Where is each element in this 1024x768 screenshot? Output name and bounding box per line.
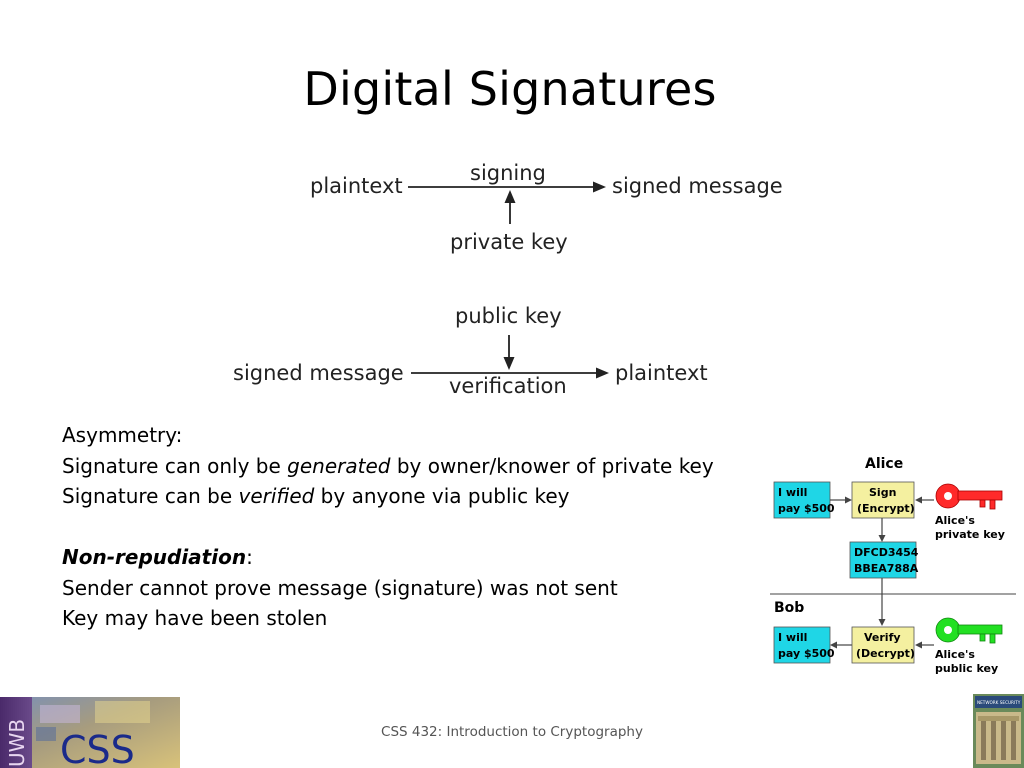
line2-suffix: by anyone via public key xyxy=(314,484,570,508)
signature-line2: BBEA788A xyxy=(854,562,919,575)
public-key-arrow-head xyxy=(503,357,515,370)
signing-input-label: plaintext xyxy=(310,174,403,198)
css-logo-text: CSS xyxy=(60,728,135,768)
body-line-verified: Signature can be verified by anyone via … xyxy=(62,481,762,512)
line2-prefix: Signature can be xyxy=(62,484,239,508)
verification-diagram: public key signed message verification p… xyxy=(233,304,708,398)
public-key-icon xyxy=(935,617,1003,644)
body-line-sender: Sender cannot prove message (signature) … xyxy=(62,575,618,600)
signing-output-label: signed message xyxy=(612,174,783,198)
public-key-to-verify-arrowhead xyxy=(915,641,922,649)
private-key-to-sign-arrowhead xyxy=(915,496,922,504)
signing-diagram: plaintext signing private key signed mes… xyxy=(310,161,783,254)
verify-box xyxy=(851,626,915,664)
body-gap xyxy=(62,512,762,543)
uwb-side-text: UWB xyxy=(5,719,29,767)
private-key-caption-line2: private key xyxy=(935,528,1005,541)
sign-to-signature-arrowhead xyxy=(878,535,886,542)
verification-input-label: signed message xyxy=(233,361,404,385)
verify-line2: (Decrypt) xyxy=(856,647,915,660)
sign-line2: (Encrypt) xyxy=(857,502,915,515)
verification-key-label: public key xyxy=(455,304,562,328)
bob-message-box xyxy=(773,626,831,664)
alice-label: Alice xyxy=(865,456,903,472)
book-cover-graphic: NETWORK SECURITY xyxy=(973,694,1024,768)
slide-footer: CSS 432: Introduction to Cryptography xyxy=(381,724,643,740)
book-cover-title: NETWORK SECURITY xyxy=(977,700,1021,705)
signature-line1: DFCD3454 xyxy=(854,546,919,559)
uwb-css-logo-graphic: UWB CSS xyxy=(0,697,180,768)
private-key-arrow-head xyxy=(504,190,516,203)
body-line-stolen: Key may have been stolen xyxy=(62,606,328,630)
body-line-generated: Signature can only be generated by owner… xyxy=(62,451,762,482)
signature-box xyxy=(849,541,917,579)
alice-message-line2: pay $500 xyxy=(778,502,835,515)
verify-line1: Verify xyxy=(864,631,901,644)
verify-to-message-arrowhead xyxy=(830,641,837,649)
signing-operation-label: signing xyxy=(470,161,546,185)
slide-body: Asymmetry: Signature can only be generat… xyxy=(62,420,762,634)
sign-line1: Sign xyxy=(869,486,896,499)
nonrepudiation-colon: : xyxy=(246,545,253,569)
line1-prefix: Signature can only be xyxy=(62,453,288,478)
bob-message-line1: I will xyxy=(778,631,807,644)
network-security-book-cover: NETWORK SECURITY xyxy=(973,694,1024,768)
signing-key-label: private key xyxy=(450,230,568,254)
private-key-caption-line1: Alice's xyxy=(935,514,975,527)
verification-arrow-head xyxy=(596,367,609,379)
nonrepudiation-heading-line: Non-repudiation: xyxy=(62,542,762,573)
line2-emphasis: verified xyxy=(238,484,315,508)
asymmetry-heading: Asymmetry: xyxy=(62,423,183,447)
uwb-css-logo: UWB CSS xyxy=(0,697,180,768)
signing-arrow-head xyxy=(593,181,606,193)
bob-label: Bob xyxy=(774,600,804,616)
private-key-icon xyxy=(935,483,1003,510)
signature-to-verify-arrowhead xyxy=(878,619,886,626)
public-key-caption-line2: public key xyxy=(935,662,998,675)
line1-emphasis: generated xyxy=(287,453,391,478)
alice-message-line1: I will xyxy=(778,486,807,499)
public-key-caption-line1: Alice's xyxy=(935,648,975,661)
nonrepudiation-heading: Non-repudiation xyxy=(62,545,247,569)
verification-output-label: plaintext xyxy=(615,361,708,385)
bob-message-line2: pay $500 xyxy=(778,647,835,660)
verification-operation-label: verification xyxy=(449,374,567,398)
alice-message-box xyxy=(773,481,831,519)
message-to-sign-arrowhead xyxy=(845,496,852,504)
alice-bob-figure: Alice I will pay $500 Sign (Encrypt) Ali… xyxy=(770,456,1016,675)
line1-suffix: by owner/knower of private key xyxy=(390,453,714,478)
slide-title: Digital Signatures xyxy=(303,62,717,116)
sign-box xyxy=(851,481,915,519)
